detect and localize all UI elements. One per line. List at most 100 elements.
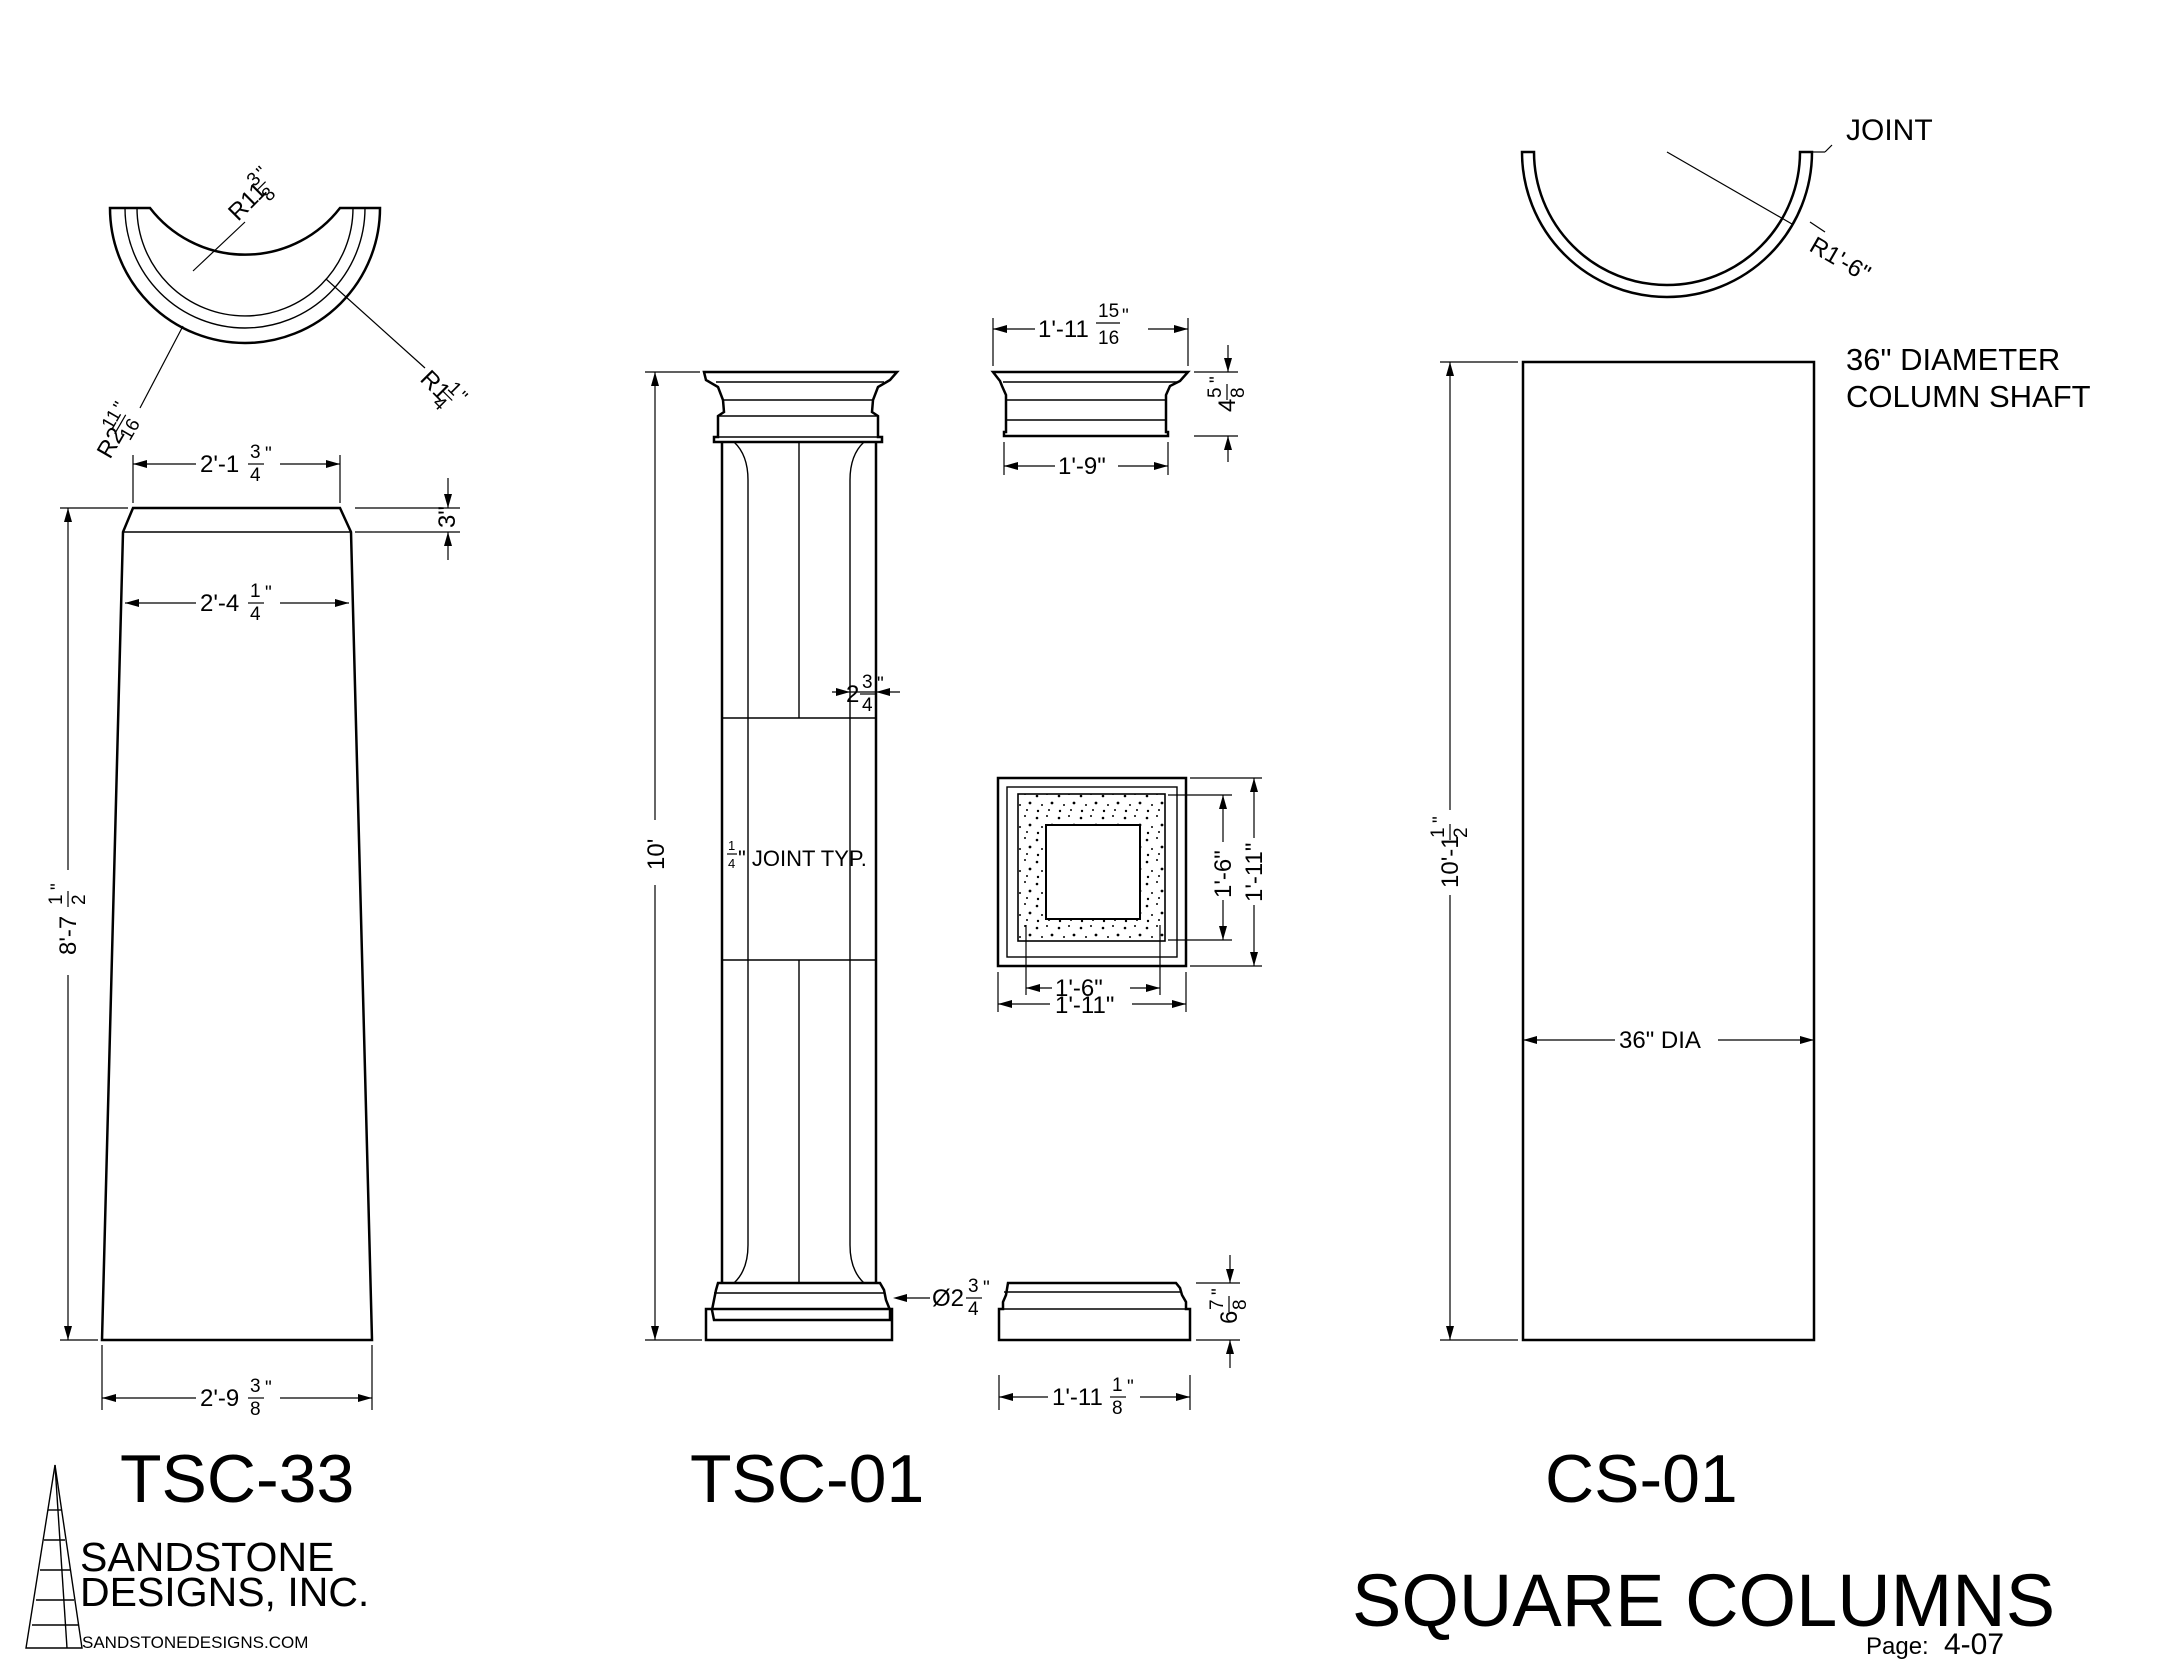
svg-text:16: 16 — [1098, 328, 1119, 349]
svg-text:": " — [48, 883, 69, 890]
tsc01-dimensions — [645, 371, 930, 1341]
svg-text:2'-1: 2'-1 — [200, 451, 239, 478]
svg-text:8: 8 — [1228, 387, 1249, 398]
svg-text:8: 8 — [1112, 1398, 1123, 1419]
svg-text:2: 2 — [1451, 827, 1472, 838]
svg-text:3: 3 — [862, 672, 873, 693]
svg-text:" JOINT TYP.: " JOINT TYP. — [738, 846, 867, 871]
svg-text:": " — [265, 1378, 272, 1399]
svg-text:8: 8 — [1230, 1299, 1251, 1310]
tsc01-cap-height-label: 4 5 8 " — [1205, 376, 1249, 412]
cs01-label: CS-01 — [1545, 1441, 1738, 1517]
svg-text:2'-9: 2'-9 — [200, 1385, 239, 1412]
svg-text:": " — [983, 1278, 990, 1299]
tsc01-base-width-label: 1'-11 1 8 " — [1052, 1375, 1134, 1419]
tsc01-cap-bottom-width-label: 1'-9" — [1058, 453, 1106, 480]
company-website: SANDSTONEDESIGNS.COM — [82, 1633, 308, 1652]
sheet-title: SQUARE COLUMNS — [1352, 1559, 2055, 1642]
tsc33-cap-height-label: 3" — [434, 506, 461, 528]
svg-text:2: 2 — [846, 681, 859, 708]
svg-text:3: 3 — [968, 1276, 979, 1297]
cs01-plan-view — [1520, 144, 1833, 299]
svg-text:": " — [1122, 306, 1129, 327]
tsc01-height-label: 10' — [643, 839, 670, 870]
tsc01-elevation — [702, 370, 900, 1342]
tsc33-radius-mid-label: R1 1 4 " — [415, 365, 471, 415]
tsc33-radius-outer-label: R2 11 16 " — [92, 399, 145, 463]
svg-text:5: 5 — [1205, 387, 1226, 398]
svg-text:1: 1 — [728, 838, 735, 853]
tsc01-label: TSC-01 — [690, 1441, 924, 1517]
company-name-line2: DESIGNS, INC. — [80, 1569, 369, 1615]
cs01-dimensions — [1440, 361, 1814, 1341]
svg-text:": " — [265, 583, 272, 604]
tsc01-base-height-label: 6 7 8 " — [1207, 1288, 1251, 1324]
tsc33-top-width-label: 2'-1 3 4 " — [200, 442, 272, 486]
svg-text:4: 4 — [250, 465, 261, 486]
tsc01-diameter-label: Ø2 3 4 " — [932, 1276, 990, 1320]
page-number: 4-07 — [1944, 1628, 2004, 1659]
tsc01-section-dimensions — [997, 777, 1262, 1012]
tsc01-cap-detail — [990, 370, 1191, 438]
svg-text:3: 3 — [250, 1376, 261, 1397]
tsc01-section-detail — [996, 776, 1188, 968]
svg-text:8'-7: 8'-7 — [55, 916, 82, 955]
tsc33-upper-width-label: 2'-4 1 4 " — [200, 581, 272, 625]
svg-text:4: 4 — [728, 856, 735, 871]
svg-text:4: 4 — [968, 1299, 979, 1320]
tsc01-recess-label: 2 3 4 " — [846, 672, 884, 716]
svg-text:3": 3" — [434, 506, 461, 528]
svg-text:1: 1 — [46, 894, 67, 905]
svg-text:6: 6 — [1216, 1311, 1243, 1324]
svg-text:3: 3 — [250, 442, 261, 463]
svg-text:2: 2 — [69, 894, 90, 905]
tsc33-height-label: 8'-7 1 2 " — [46, 883, 90, 955]
svg-text:1: 1 — [250, 581, 261, 602]
tsc33-label: TSC-33 — [120, 1441, 354, 1517]
svg-text:4: 4 — [1214, 399, 1241, 412]
svg-text:1'-11: 1'-11 — [1052, 1384, 1103, 1411]
tsc01-section-outer-width-label: 1'-11" — [1055, 992, 1114, 1019]
tsc33-dimensions — [60, 455, 460, 1410]
svg-text:": " — [265, 444, 272, 465]
tsc33-plan-view — [108, 206, 426, 409]
tsc33-elevation — [100, 506, 374, 1342]
svg-text:": " — [877, 674, 884, 695]
tsc01-cap-dimensions — [992, 318, 1238, 475]
tsc01-section-inner-height-label: 1'-6" — [1210, 850, 1237, 898]
tsc01-section-inner-width-label: 1'-6" — [1055, 975, 1103, 1002]
svg-text:4: 4 — [862, 695, 873, 716]
svg-text:1: 1 — [1112, 1375, 1123, 1396]
cs01-description-line2: COLUMN SHAFT — [1846, 379, 2091, 414]
cs01-radius-label: R1'-6" — [1805, 232, 1875, 288]
cs01-height-label: 10'-1 1 2 " — [1428, 816, 1472, 888]
svg-text:1'-11": 1'-11" — [1241, 843, 1268, 902]
tsc01-cap-top-width-label: 1'-11 15 16 " — [1038, 301, 1129, 349]
svg-text:": " — [1209, 1288, 1230, 1295]
svg-text:1'-11: 1'-11 — [1038, 316, 1089, 343]
tsc01-section-outer-height-label: 1'-11" — [1241, 843, 1268, 902]
cs01-description-line1: 36" DIAMETER — [1846, 342, 2060, 377]
svg-text:": " — [1207, 376, 1228, 383]
cs01-diameter-label: 36" DIA — [1619, 1027, 1701, 1054]
tsc33-radius-inner-label: R11 3 8 " — [223, 163, 280, 226]
svg-text:Ø2: Ø2 — [932, 1285, 964, 1312]
svg-text:": " — [1127, 1377, 1134, 1398]
tsc01-base-dimensions — [998, 1255, 1240, 1410]
tsc33-base-width-label: 2'-9 3 8 " — [200, 1376, 272, 1420]
svg-text:15: 15 — [1098, 301, 1119, 322]
company-name-line1: SANDSTONE — [80, 1534, 334, 1580]
svg-text:7: 7 — [1207, 1299, 1228, 1310]
svg-text:": " — [1430, 816, 1451, 823]
svg-text:1'-6": 1'-6" — [1210, 850, 1237, 898]
svg-text:4: 4 — [250, 604, 261, 625]
page-label: Page: — [1866, 1633, 1929, 1659]
cs01-joint-note: JOINT — [1846, 114, 1933, 147]
company-logo — [25, 1464, 83, 1649]
svg-text:R1'-6": R1'-6" — [1805, 232, 1875, 288]
cs01-elevation — [1521, 360, 1816, 1342]
tsc01-base-detail — [997, 1281, 1192, 1342]
svg-text:8: 8 — [250, 1399, 261, 1420]
tsc01-joint-note: 1 4 " JOINT TYP. — [727, 838, 867, 871]
